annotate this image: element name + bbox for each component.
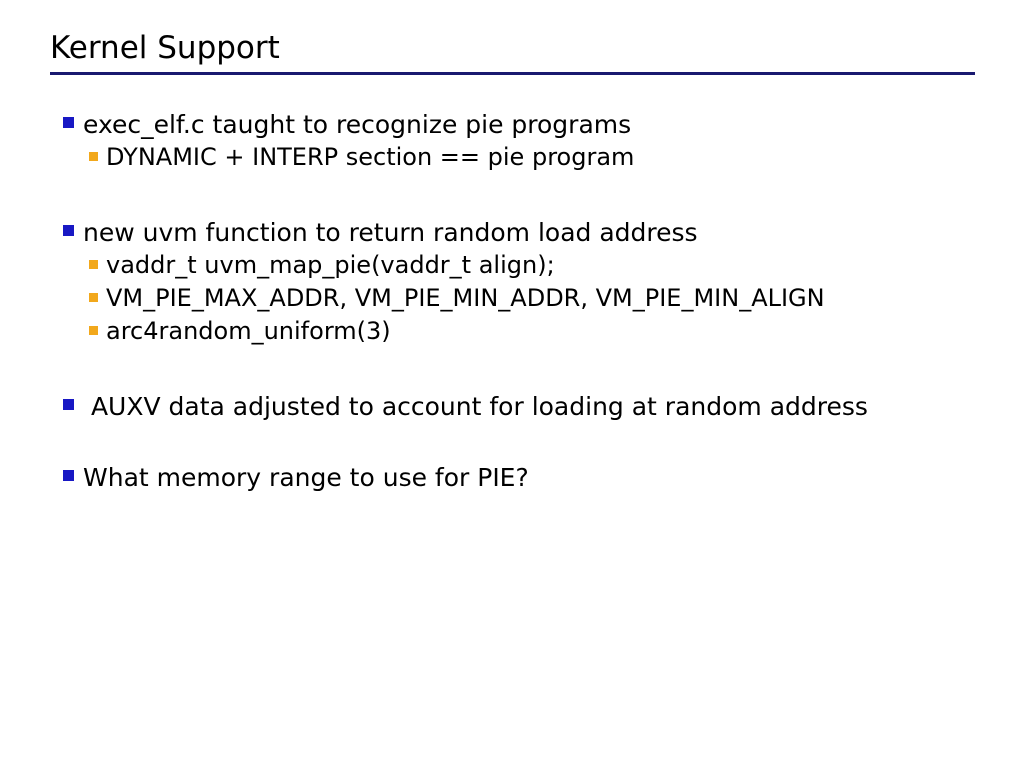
square-bullet-icon (89, 326, 98, 335)
list-item: exec_elf.c taught to recognize pie progr… (0, 108, 1024, 141)
group-spacer (0, 174, 1024, 216)
list-item: DYNAMIC + INTERP section == pie program (0, 141, 1024, 174)
slide-body: exec_elf.c taught to recognize pie progr… (0, 108, 1024, 494)
slide-title-block: Kernel Support (50, 30, 975, 75)
square-bullet-icon (63, 399, 74, 410)
bullet-group: new uvm function to return random load a… (0, 216, 1024, 348)
list-item-label: What memory range to use for PIE? (83, 463, 529, 492)
list-item-label: DYNAMIC + INTERP section == pie program (106, 143, 635, 171)
title-underline-rule (50, 72, 975, 75)
list-item: new uvm function to return random load a… (0, 216, 1024, 249)
list-item: AUXV data adjusted to account for loadin… (0, 390, 1024, 423)
list-item-label: VM_PIE_MAX_ADDR, VM_PIE_MIN_ADDR, VM_PIE… (106, 284, 825, 312)
bullet-group: exec_elf.c taught to recognize pie progr… (0, 108, 1024, 174)
square-bullet-icon (89, 152, 98, 161)
list-item: VM_PIE_MAX_ADDR, VM_PIE_MIN_ADDR, VM_PIE… (0, 282, 1024, 315)
list-item-label: AUXV data adjusted to account for loadin… (83, 392, 868, 421)
list-item-label: vaddr_t uvm_map_pie(vaddr_t align); (106, 251, 555, 279)
square-bullet-icon (89, 260, 98, 269)
list-item-label: arc4random_uniform(3) (106, 317, 391, 345)
list-item: vaddr_t uvm_map_pie(vaddr_t align); (0, 249, 1024, 282)
group-spacer (0, 423, 1024, 461)
list-item: What memory range to use for PIE? (0, 461, 1024, 494)
square-bullet-icon (89, 293, 98, 302)
list-item-label: new uvm function to return random load a… (83, 218, 698, 247)
bullet-group: What memory range to use for PIE? (0, 461, 1024, 494)
square-bullet-icon (63, 117, 74, 128)
page-title: Kernel Support (50, 30, 280, 66)
square-bullet-icon (63, 470, 74, 481)
bullet-group: AUXV data adjusted to account for loadin… (0, 390, 1024, 423)
list-item-label: exec_elf.c taught to recognize pie progr… (83, 110, 632, 139)
list-item: arc4random_uniform(3) (0, 315, 1024, 348)
square-bullet-icon (63, 225, 74, 236)
group-spacer (0, 348, 1024, 390)
